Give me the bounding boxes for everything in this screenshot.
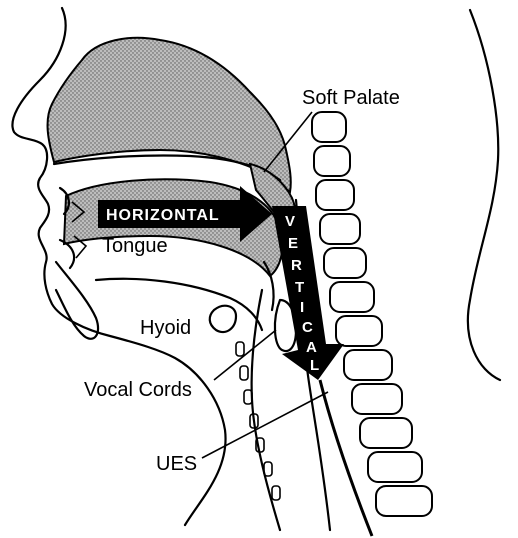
vertical-letter-t: T [295, 279, 305, 296]
lower-lip [60, 240, 74, 268]
vertical-letter-e: E [288, 235, 299, 252]
ues-label: UES [156, 453, 197, 475]
vertical-letter-c: C [302, 319, 314, 336]
vocal-cords-label: Vocal Cords [84, 379, 192, 401]
horizontal-arrow-label: HORIZONTAL [106, 207, 220, 224]
vertical-letter-v: V [285, 213, 296, 230]
ues-leader [202, 392, 328, 458]
soft-palate-label: Soft Palate [302, 87, 400, 109]
cervical-spine [312, 112, 432, 516]
vocal-cords-leader [214, 330, 276, 380]
mandible [56, 262, 98, 339]
vertical-letter-r: R [291, 257, 303, 274]
vertical-letter-i: I [300, 299, 305, 316]
hyoid-bone [210, 306, 236, 332]
head-back-outline [468, 10, 500, 380]
vertical-letter-l: L [310, 357, 320, 374]
hyoid-label: Hyoid [140, 317, 191, 339]
vertical-letter-a: A [306, 339, 318, 356]
tongue-label: Tongue [102, 235, 168, 257]
